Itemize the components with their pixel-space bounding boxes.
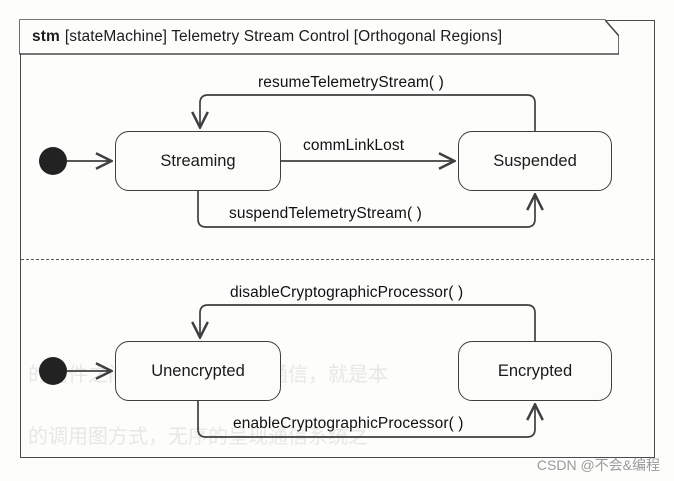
transition-resumetelemetrystream	[200, 94, 536, 131]
frame-header-label: stm [stateMachine] Telemetry Stream Cont…	[20, 20, 605, 53]
transition-label-commlinklost: commLinkLost	[303, 137, 405, 154]
state-streaming[interactable]: Streaming	[115, 131, 281, 191]
transition-enablecryptographicprocessor	[197, 401, 535, 438]
transition-label-resumetelemetrystream: resumeTelemetryStream( )	[258, 74, 444, 91]
transition-suspendtelemetrystream	[197, 191, 535, 228]
frame-title-label: [stateMachine] Telemetry Stream Control …	[64, 27, 503, 45]
state-streaming-label: Streaming	[160, 151, 236, 170]
initial-pseudostate-crypto	[39, 357, 67, 385]
transition-label-enablecryptographicprocessor: enableCryptographicProcessor( )	[233, 415, 464, 432]
transition-disablecryptographicprocessor	[200, 304, 536, 341]
bleed-through-text-line2: 的调用图方式，无序的呈现通信系统之	[28, 426, 368, 448]
frame-kind-label: stm	[32, 27, 60, 45]
state-encrypted-label: Encrypted	[497, 361, 573, 380]
state-unencrypted-label: Unencrypted	[151, 361, 245, 380]
state-suspended[interactable]: Suspended	[458, 131, 612, 191]
transition-label-disablecryptographicprocessor: disableCryptographicProcessor( )	[230, 284, 464, 301]
initial-pseudostate-telemetry	[39, 147, 67, 175]
state-unencrypted[interactable]: Unencrypted	[115, 341, 281, 401]
transition-label-suspendtelemetrystream: suspendTelemetryStream( )	[229, 205, 422, 222]
state-encrypted[interactable]: Encrypted	[458, 341, 612, 401]
watermark: CSDN @不会&编程	[536, 457, 660, 473]
orthogonal-region-divider	[21, 259, 654, 260]
state-suspended-label: Suspended	[493, 151, 577, 170]
